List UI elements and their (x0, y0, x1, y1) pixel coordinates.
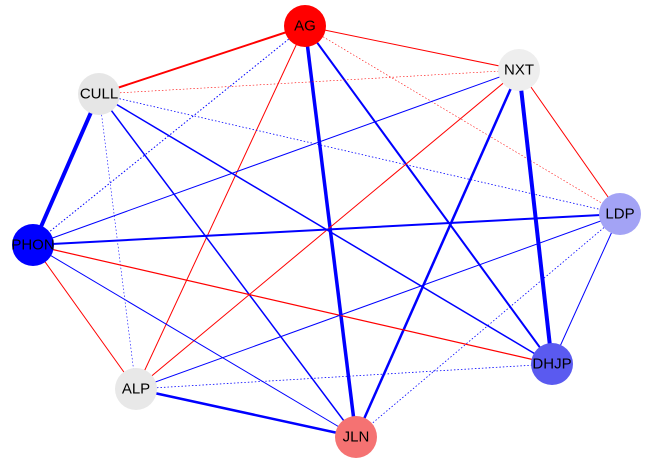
node-circle-nxt (498, 49, 540, 91)
edge-nxt-ldp (518, 69, 621, 215)
node-label-phon: PHON (11, 237, 54, 254)
node-jln: JLN (335, 416, 377, 458)
node-alp: ALP (115, 368, 157, 410)
edge-cull-ldp (98, 93, 621, 215)
edge-cull-alp (98, 93, 137, 390)
node-circle-dhjp (531, 343, 573, 385)
edge-cull-nxt (98, 69, 520, 95)
edge-alp-dhjp (135, 363, 553, 390)
edge-ldp-jln (355, 213, 621, 438)
node-circle-phon (12, 224, 54, 266)
edge-phon-alp (32, 244, 137, 390)
node-ldp: LDP (599, 193, 641, 235)
edge-cull-phon (31, 93, 101, 246)
edge-nxt-phon (32, 69, 520, 246)
edge-ag-cull (98, 25, 306, 95)
edge-ldp-alp (135, 213, 621, 390)
edge-ag-ldp (304, 25, 621, 215)
node-label-ag: AG (294, 18, 316, 35)
node-label-nxt: NXT (504, 62, 534, 79)
edge-phon-ldp (32, 213, 621, 246)
node-nxt: NXT (498, 49, 540, 91)
node-dhjp: DHJP (531, 343, 573, 385)
edge-nxt-dhjp (517, 69, 554, 365)
node-label-ldp: LDP (605, 206, 634, 223)
node-ag: AG (284, 5, 326, 47)
node-circle-cull (78, 73, 120, 115)
edge-ag-dhjp (304, 25, 553, 365)
edge-ldp-dhjp (551, 213, 621, 365)
edge-phon-dhjp (32, 244, 553, 365)
edge-nxt-jln (354, 69, 521, 438)
node-label-alp: ALP (122, 381, 150, 398)
edge-alp-jln (135, 387, 357, 439)
node-circle-ldp (599, 193, 641, 235)
node-label-jln: JLN (343, 429, 370, 446)
nodes-layer: AG NXT CULL LDP PHON DHJP ALP JLN (11, 5, 641, 458)
edge-ag-phon (32, 25, 306, 246)
node-circle-alp (115, 368, 157, 410)
edge-ag-alp (135, 25, 306, 390)
node-circle-jln (335, 416, 377, 458)
node-circle-ag (284, 5, 326, 47)
node-phon: PHON (11, 224, 55, 266)
edge-cull-jln (98, 93, 357, 438)
edge-phon-jln (32, 244, 357, 438)
edges-layer (31, 25, 621, 439)
node-label-dhjp: DHJP (532, 356, 571, 373)
node-cull: CULL (78, 73, 120, 115)
node-label-cull: CULL (80, 86, 118, 103)
edge-ag-nxt (304, 25, 520, 71)
